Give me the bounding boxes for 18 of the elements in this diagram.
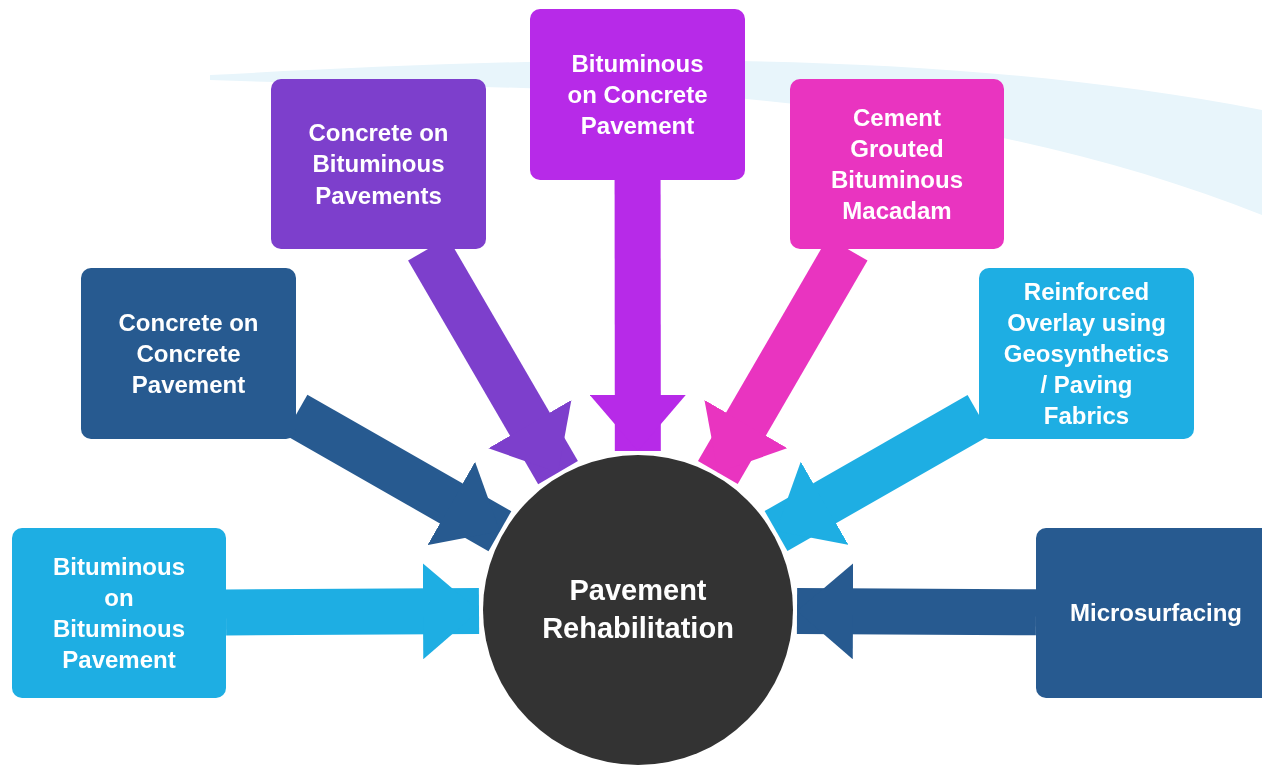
box-label: Reinforced Overlay using Geosynthetics / Paving Fabrics bbox=[1003, 276, 1170, 432]
category-box bbox=[530, 9, 745, 180]
category-box bbox=[790, 79, 1004, 249]
block-arrow bbox=[796, 563, 1037, 660]
category-box bbox=[271, 79, 486, 249]
category-box bbox=[1036, 528, 1262, 698]
category-box bbox=[81, 268, 296, 439]
box-label: Microsurfacing bbox=[1070, 598, 1242, 629]
block-arrow bbox=[225, 563, 480, 660]
category-box bbox=[979, 268, 1194, 439]
box-label: Concrete on Bituminous Pavements bbox=[307, 118, 450, 211]
block-arrow bbox=[589, 179, 686, 452]
box-label: Bituminous on Concrete Pavement bbox=[566, 48, 709, 142]
box-label: Concrete on Concrete Pavement bbox=[117, 307, 260, 401]
center-label: Pavement Rehabilitation bbox=[541, 573, 735, 646]
category-box bbox=[12, 528, 226, 698]
box-label: Bituminous on Bituminous Pavement bbox=[52, 551, 186, 676]
box-label: Cement Grouted Bituminous Macadam bbox=[830, 102, 964, 227]
